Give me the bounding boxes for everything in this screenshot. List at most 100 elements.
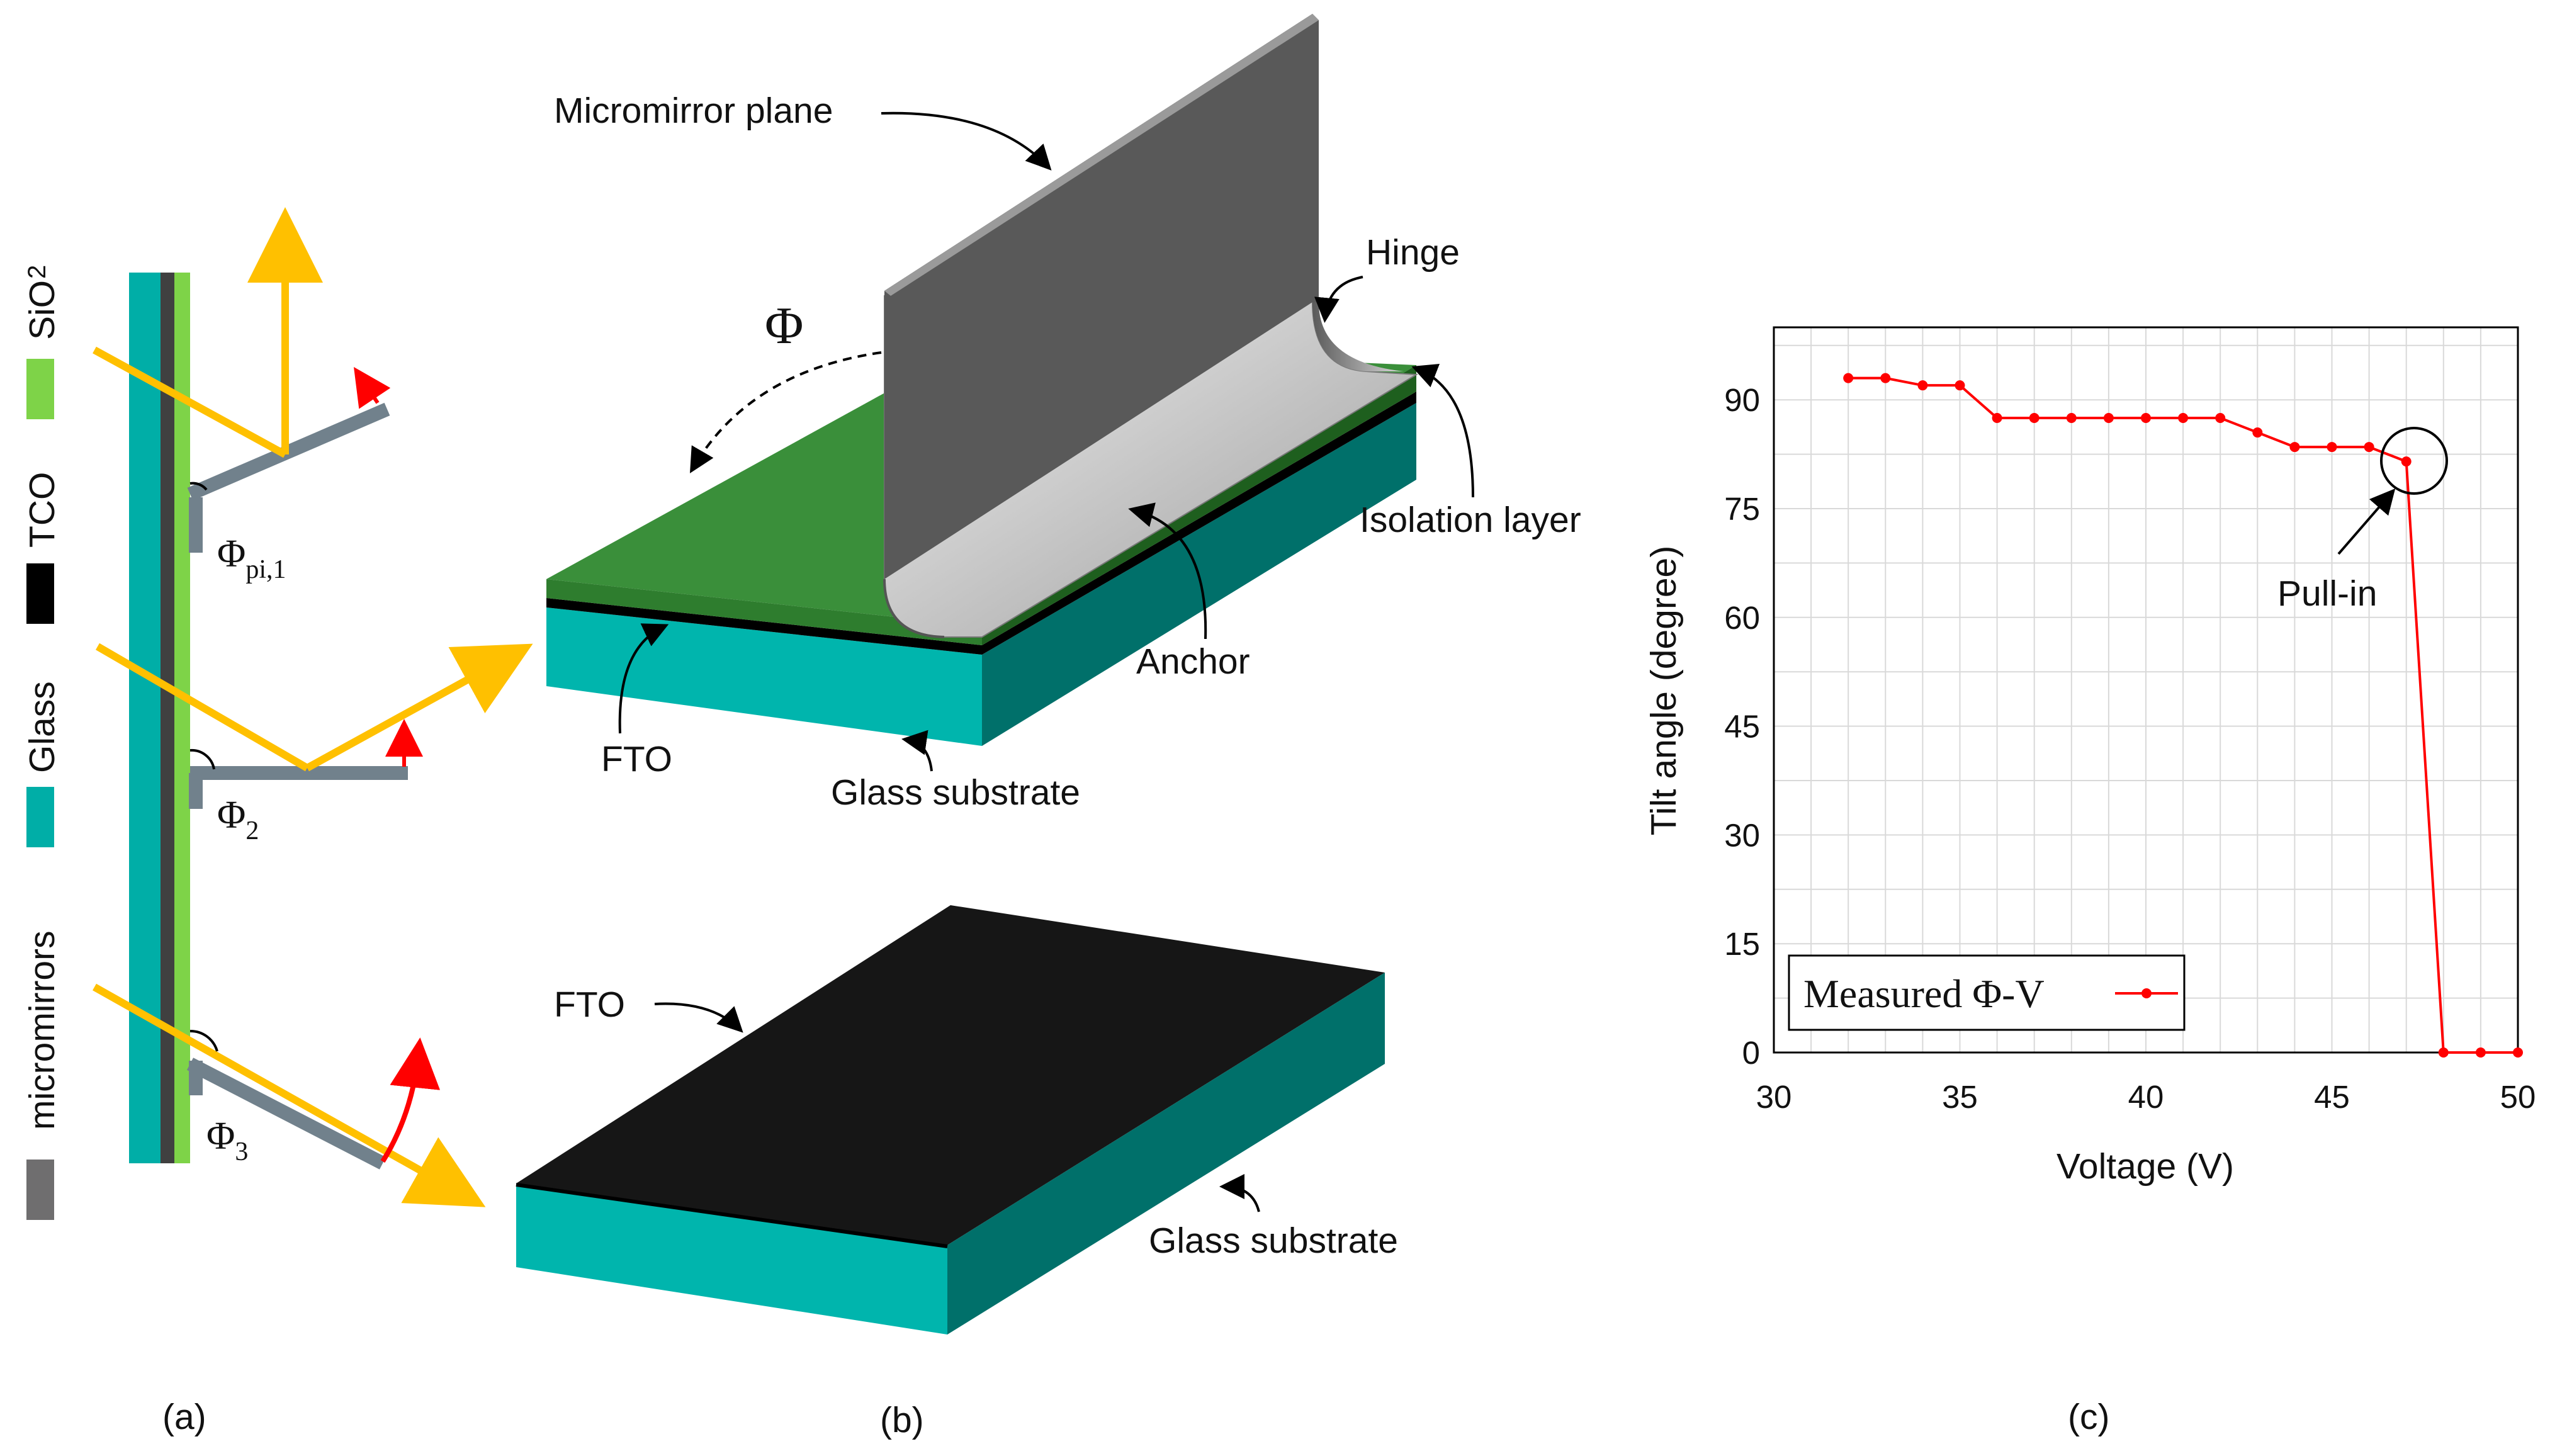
micromirror-2 [189,766,408,809]
data-point [2178,413,2189,423]
x-tick-label: 45 [2314,1079,2350,1115]
anchor-curve [883,578,945,638]
plot-frame [1773,326,2519,1054]
tco-layer [161,273,174,1163]
fto-edge-bottom [516,1183,948,1248]
arrow-isolation-layer [1411,363,1474,498]
data-point [2103,413,2114,423]
micromirror-3 [186,1058,386,1170]
legend-label-micromirrors: micromirrors [22,930,62,1130]
panel-b-top: Micromirror plane Hinge Φ Isolation laye… [546,14,1581,813]
data-point [2364,442,2374,453]
glass-front-bottom [516,1183,947,1335]
isolation-front [546,579,982,645]
x-tick-label: 35 [1942,1079,1978,1115]
y-tick-label: 15 [1724,926,1760,962]
data-point [1955,380,1965,391]
y-tick-label: 45 [1724,709,1760,745]
angle-arc-3 [189,1029,218,1052]
legend-swatch-sio2 [26,359,54,419]
label-glass-substrate-bottom: Glass substrate [1149,1221,1398,1261]
data-point [2401,456,2412,467]
y-tick-label: 30 [1724,817,1760,853]
chart-series [1843,373,2523,1058]
y-tick-label: 75 [1724,491,1760,527]
data-point [2475,1047,2486,1058]
x-tick-label: 40 [2128,1079,2164,1115]
panel-c-chart: 0 15 30 45 60 75 90 30 35 40 45 50 Voltage (V) Til… [1644,326,2536,1437]
y-axis-label: Tilt angle (degree) [1644,546,1684,835]
arc-phi [689,351,882,473]
arrow-glass-substrate-top [901,730,933,772]
data-point [1880,373,1891,383]
angle-label-1: Φpi,1 [217,533,286,584]
pull-in-marker [2380,427,2448,495]
y-tick-label: 90 [1724,382,1760,418]
layer-legend: SiO2 TCO Glass micromirrors [22,265,62,1220]
data-point [2029,413,2039,423]
panel-a: Φpi,1 Φ2 Φ3 SiO2 TCO Glass micromirrors … [22,207,533,1437]
data-point [2327,442,2337,453]
caption-c: (c) [2068,1397,2109,1437]
label-glass-substrate-top: Glass substrate [831,772,1080,813]
label-anchor: Anchor [1136,641,1250,682]
x-axis-label: Voltage (V) [2056,1146,2234,1187]
y-tick-label: 60 [1724,600,1760,636]
label-phi: Φ [765,296,803,355]
legend-swatch-micromirrors [26,1160,54,1220]
arrow-hinge [1314,276,1363,323]
legend-label-glass: Glass [22,681,62,773]
tilt-arrow-3 [380,1037,441,1163]
data-point [2215,413,2226,423]
label-fto-bottom: FTO [554,985,625,1025]
data-point [1843,373,1854,383]
data-point [2513,1047,2523,1058]
arrow-anchor [1128,502,1207,640]
pull-in-label: Pull-in [2277,573,2377,614]
data-point [1917,380,1928,391]
legend-entry-label: Measured Φ-V [1803,971,2045,1016]
y-tick-labels: 0 15 30 45 60 75 90 [1724,382,1760,1071]
legend-label-sio2: SiO2 [22,265,62,340]
legend-marker-sample [2141,988,2152,998]
label-micromirror-plane: Micromirror plane [554,91,833,131]
x-tick-label: 50 [2500,1079,2536,1115]
angle-label-3: Φ3 [206,1115,248,1166]
panel-b-bottom: FTO Glass substrate (b) [516,905,1398,1440]
tilt-arrow-1 [354,367,391,409]
data-point [2066,413,2077,423]
incident-ray-3 [93,983,486,1207]
label-isolation-layer: Isolation layer [1360,500,1581,540]
chart-grid [1774,327,2518,1052]
incident-ray-1 [93,346,287,458]
angle-arc-1 [189,482,208,491]
fto-top-surface [516,905,1385,1245]
caption-b: (b) [880,1400,924,1440]
pull-in-arrow [2337,488,2396,555]
arrow-glass-substrate-bottom [1219,1174,1260,1212]
legend-label-tco: TCO [22,472,62,548]
data-point [2289,442,2300,453]
x-tick-label: 30 [1756,1079,1792,1115]
y-tick-label: 0 [1742,1035,1760,1071]
glass-side-bottom [947,973,1385,1335]
caption-a: (a) [162,1397,206,1437]
chart-legend: Measured Φ-V [1788,954,2186,1031]
micromirror-plane-face [884,19,1312,579]
label-hinge: Hinge [1366,232,1460,273]
sio2-layer [174,273,190,1163]
arrow-micromirror-plane [881,111,1052,171]
data-point [2252,427,2263,438]
incident-ray-2 [95,643,310,772]
angle-label-2: Φ2 [217,794,259,845]
data-point [2141,413,2151,423]
hinge [1312,302,1404,371]
arrow-fto-top [618,623,669,734]
x-tick-labels: 30 35 40 45 50 [1756,1079,2536,1115]
arrow-fto-bottom [654,1002,743,1033]
glass-layer [129,273,161,1163]
legend-swatch-glass [26,787,54,847]
reflected-ray-2 [305,643,533,772]
data-point [1992,413,2002,423]
